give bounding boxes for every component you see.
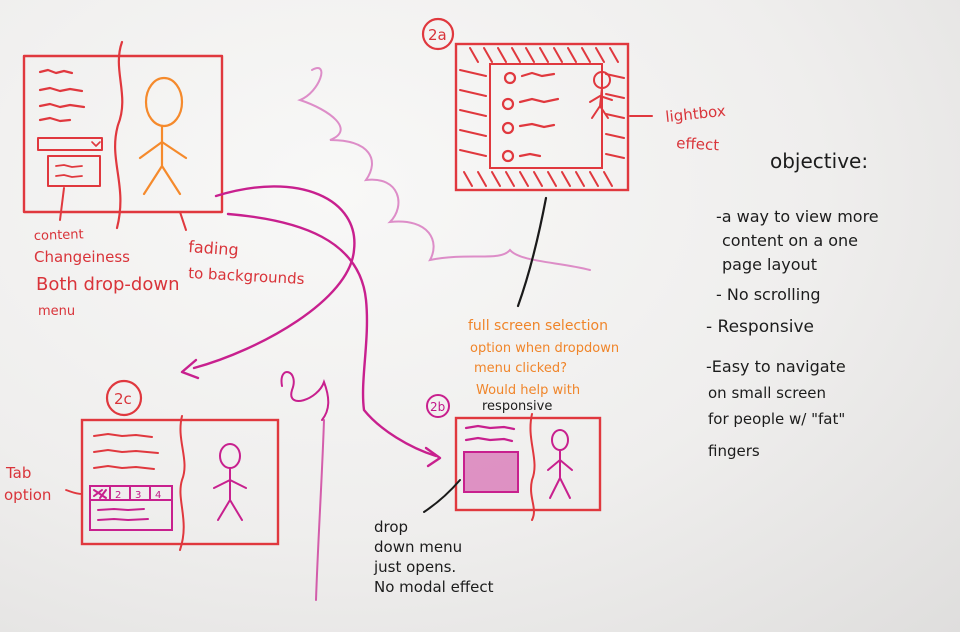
note-would-help: Would help with [476, 383, 580, 398]
objective-notes: objective: -a way to view more content o… [706, 149, 879, 460]
sketch-2c-stick-figure [213, 443, 247, 521]
sketch-1-stick-figure [138, 76, 188, 196]
sketch-2a-text: 2a lightbox effect [428, 26, 727, 154]
note-full-screen: full screen selection [468, 318, 608, 334]
sketch-2a [421, 17, 653, 192]
sketch-1-dropdown-open [47, 155, 101, 187]
tab-label-3: 3 [135, 490, 141, 501]
sketch-2b [423, 394, 602, 521]
sketch-1 [22, 40, 224, 231]
sketch-1-frame [22, 54, 224, 214]
note-just-opens: just opens. [373, 558, 456, 576]
sketch-2a-orange-note: full screen selection option when dropdo… [468, 318, 619, 398]
tab-label-4: 4 [155, 490, 161, 501]
sketch-2b-dropdown [463, 451, 519, 493]
note-down-menu: down menu [374, 538, 462, 556]
label-2c-circle [105, 379, 143, 417]
objective-item-7: on small screen [708, 384, 826, 402]
note-menu: menu [38, 304, 75, 319]
objective-item-9: fingers [708, 442, 760, 460]
objective-item-2: content on a one [722, 231, 858, 250]
note-content: content [34, 227, 84, 244]
squiggle [280, 371, 330, 421]
objective-item-5: - Responsive [706, 317, 814, 337]
note-effect: effect [676, 134, 720, 154]
sketch-2b-note: drop down menu just opens. No modal effe… [373, 518, 494, 596]
sketch-2c-text: 2c 2 3 4 Tab option [4, 390, 161, 504]
objective-title: objective: [770, 149, 868, 173]
label-2a-circle [421, 17, 455, 51]
note-lightbox: lightbox [665, 102, 727, 126]
note-no-modal: No modal effect [374, 578, 494, 596]
note-tab: Tab [5, 464, 31, 482]
note-drop: drop [374, 518, 408, 536]
sketch-2c-tabs [89, 485, 173, 531]
arrow-to-2c [192, 185, 356, 370]
label-2c: 2c [114, 390, 132, 408]
objective-item-1: -a way to view more [716, 207, 879, 226]
note-fading: fading [188, 237, 240, 259]
sketch-2a-stick-figure [589, 71, 613, 119]
wavy-line [297, 67, 591, 271]
lightbox-hatching [459, 47, 625, 187]
objective-item-3: page layout [722, 255, 817, 274]
sketch-1-divider [114, 40, 124, 230]
objective-item-8: for people w/ "fat" [708, 410, 845, 428]
sketch-1-note: content Changeiness Both drop-down menu … [34, 227, 306, 319]
tab-label-2: 2 [115, 490, 121, 501]
label-2a: 2a [428, 26, 447, 44]
sketch-2b-stick-figure [547, 429, 573, 499]
note-to-backgrounds: to backgrounds [188, 264, 305, 288]
sketch-2a-inner [489, 63, 603, 169]
note-menu-clicked: menu clicked? [474, 361, 567, 376]
sketch-2a-list [501, 71, 560, 163]
note-responsive: responsive [482, 399, 552, 414]
note-changeiness: Changeiness [34, 248, 130, 266]
long-stroke [315, 419, 325, 601]
sketch-2b-frame [454, 416, 602, 512]
sketch-2c-frame [80, 418, 280, 546]
arrow-to-2b [226, 212, 438, 458]
sketch-2c [65, 379, 280, 551]
label-2b: 2b [430, 400, 445, 414]
note-option: option when dropdown [470, 341, 619, 356]
note-option-2c: option [4, 486, 51, 504]
objective-item-6: -Easy to navigate [706, 357, 846, 376]
sketch-1-dropdown [37, 137, 103, 151]
sketch-2a-frame [454, 42, 630, 192]
label-2b-circle [426, 394, 450, 418]
objective-item-4: - No scrolling [716, 285, 820, 304]
note-both-dropdown: Both drop-down [36, 274, 179, 295]
